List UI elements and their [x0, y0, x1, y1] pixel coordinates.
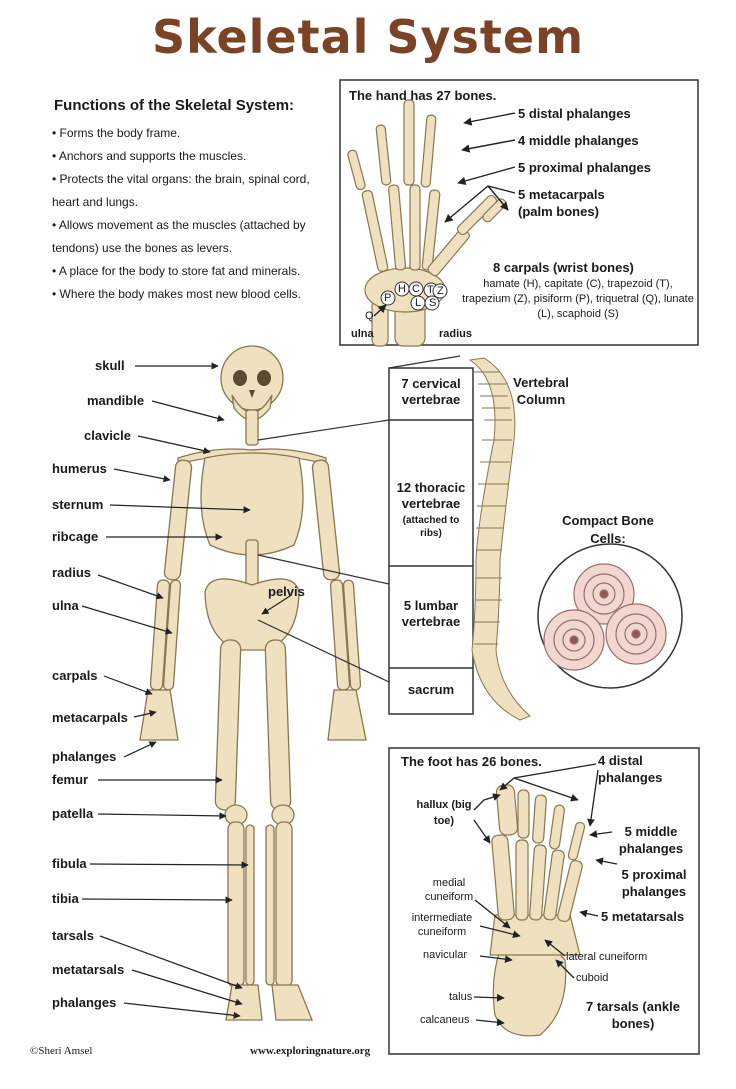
vertebral-box	[388, 367, 474, 715]
label-ribcage: ribcage	[52, 529, 99, 544]
label-humerus: humerus	[52, 461, 107, 476]
foot-navicular: navicular	[423, 949, 468, 961]
label-cervical: 7 cervical vertebrae	[401, 376, 461, 407]
hand-metacarpals-label: 5 metacarpals (palm bones)	[518, 187, 605, 219]
label-thoracic: 12 thoracic vertebrae	[396, 480, 466, 511]
carpal-letter: T	[427, 284, 434, 296]
skeleton-arrows	[81, 362, 291, 1019]
function-item: Where the body makes most new blood cell…	[52, 283, 332, 306]
carpal-letter: S	[429, 297, 437, 309]
foot-intermediate-cuneiform: intermediate cuneiform	[411, 912, 473, 938]
skull-features	[233, 370, 271, 398]
vertebral-heading: Vertebral Column	[513, 375, 569, 407]
osteon-illustration	[543, 563, 667, 671]
carpal-letter: H	[398, 283, 406, 295]
foot-middle-label: 5 middle phalanges	[618, 824, 684, 856]
foot-metatarsals-label: 5 metatarsals	[601, 909, 685, 924]
hand-heading: The hand has 27 bones.	[349, 88, 497, 103]
label-ulna: ulna	[52, 598, 79, 613]
label-tarsals: tarsals	[52, 928, 94, 943]
label-skull: skull	[95, 358, 125, 373]
cells-heading: Compact Bone Cells:	[562, 513, 654, 546]
label-lumbar: 5 lumbar vertebrae	[401, 598, 461, 629]
label-thoracic-note: (attached to ribs)	[402, 515, 460, 539]
foot-proximal-label: 5 proximal phalanges	[621, 867, 687, 899]
carpal-letter: Z	[437, 285, 444, 297]
spine-segments	[474, 371, 512, 645]
carpal-letter: Q	[365, 310, 374, 322]
functions-list: Forms the body frame. Anchors and suppor…	[52, 122, 332, 306]
label-mandible: mandible	[87, 393, 145, 408]
label-metacarpals: metacarpals	[52, 710, 128, 725]
spine-illustration	[468, 357, 531, 721]
label-fibula: fibula	[52, 856, 87, 871]
foot-cuboid: cuboid	[576, 972, 609, 984]
carpal-letter: L	[415, 297, 422, 309]
skeleton-illustration	[139, 345, 367, 1021]
foot-tarsals-label: 7 tarsals (ankle bones)	[586, 999, 680, 1031]
label-pelvis: pelvis	[268, 584, 305, 599]
function-item: A place for the body to store fat and mi…	[52, 260, 332, 283]
hand-distal-label: 5 distal phalanges	[518, 106, 631, 121]
foot-heading: The foot has 26 bones.	[401, 754, 542, 769]
carpal-circles	[380, 281, 448, 311]
foot-arrows	[473, 763, 618, 1027]
function-item: Allows movement as the muscles (attached…	[52, 214, 332, 260]
hand-radius-label: radius	[439, 328, 473, 340]
foot-hallux-label: hallux (big toe)	[416, 799, 472, 827]
function-item: Protects the vital organs: the brain, sp…	[52, 168, 332, 214]
hand-proximal-label: 5 proximal phalanges	[518, 160, 651, 175]
label-sternum: sternum	[52, 497, 104, 512]
function-item: Forms the body frame.	[52, 122, 332, 145]
vertebral-connectors	[257, 355, 461, 683]
hand-arrows	[373, 112, 516, 317]
label-clavicle: clavicle	[84, 428, 131, 443]
label-phalanges-hand: phalanges	[52, 749, 117, 764]
label-phalanges-foot: phalanges	[52, 995, 117, 1010]
label-femur: femur	[52, 772, 89, 787]
label-metatarsals: metatarsals	[52, 962, 125, 977]
website-link[interactable]: www.exploringnature.org	[250, 1045, 371, 1057]
function-item: Anchors and supports the muscles.	[52, 145, 332, 168]
hand-carpals-title: 8 carpals (wrist bones)	[493, 260, 634, 275]
carpal-letter: P	[384, 292, 392, 304]
label-carpals: carpals	[52, 668, 98, 683]
carpal-letter: C	[412, 283, 420, 295]
foot-medial-cuneiform: medial cuneiform	[424, 877, 474, 903]
label-tibia: tibia	[52, 891, 79, 906]
hand-middle-label: 4 middle phalanges	[518, 133, 639, 148]
foot-distal-label: 4 distal phalanges	[598, 753, 663, 785]
foot-calcaneus: calcaneus	[420, 1014, 470, 1026]
foot-talus: talus	[449, 991, 473, 1003]
page-title: Skeletal System	[151, 10, 585, 64]
hand-carpals-list: hamate (H), capitate (C), trapezoid (T),…	[462, 278, 694, 320]
copyright: ©Sheri Amsel	[30, 1045, 93, 1057]
hand-ulna-label: ulna	[351, 328, 374, 340]
label-patella: patella	[52, 806, 94, 821]
foot-lateral-cuneiform: lateral cuneiform	[566, 951, 648, 963]
foot-illustration	[489, 784, 586, 1037]
label-sacrum: sacrum	[407, 682, 455, 697]
label-radius: radius	[52, 565, 92, 580]
functions-heading: Functions of the Skeletal System:	[54, 97, 295, 114]
